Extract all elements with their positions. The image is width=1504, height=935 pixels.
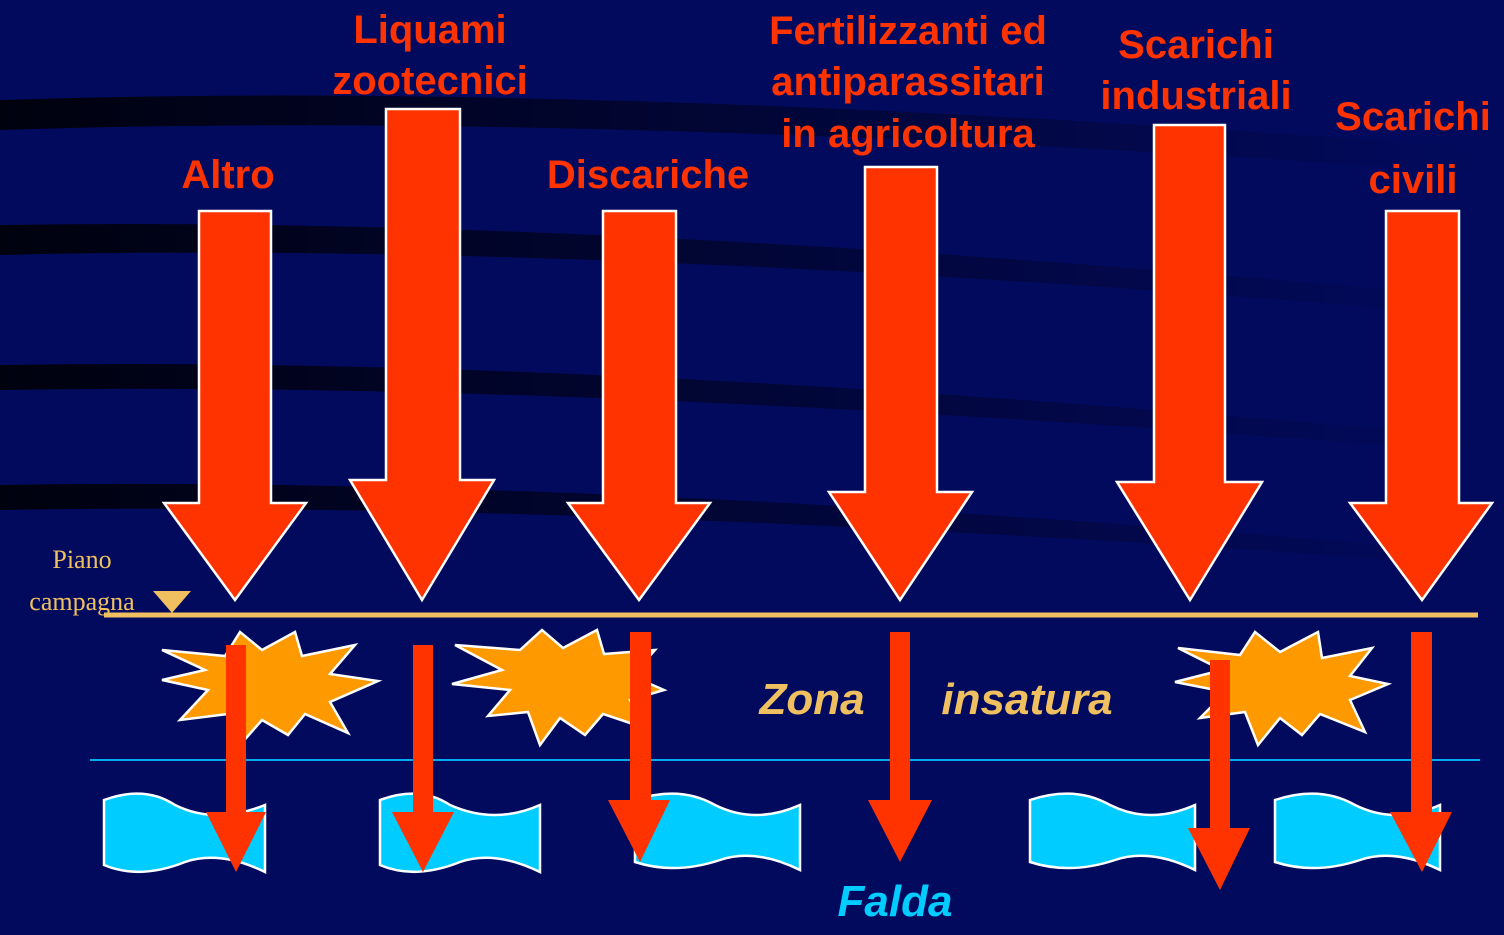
- zone-label-word2: insatura: [941, 675, 1112, 724]
- infiltration-arrow: [392, 645, 454, 872]
- source-arrows: [161, 107, 1495, 603]
- infiltration-arrow: [1390, 632, 1452, 872]
- aquifer-label: Falda: [838, 877, 953, 926]
- label-fertilizzanti-line2: antiparassitari: [771, 60, 1044, 104]
- aquifer-wave: [1028, 792, 1197, 873]
- label-scarichi-civili-line2: civili: [1369, 158, 1458, 202]
- source-arrow-scarichi-civili: [1347, 209, 1495, 603]
- label-fertilizzanti-line3: in agricoltura: [781, 112, 1035, 156]
- infiltration-arrows: [206, 632, 1452, 890]
- source-arrow-liquami: [347, 107, 497, 603]
- ground-level-marker-icon: [153, 591, 191, 613]
- ground-label-line1: Piano: [52, 545, 111, 574]
- source-arrow-scarichi-industriali: [1114, 123, 1265, 603]
- aquifer-wave: [1273, 792, 1442, 873]
- contamination-burst: [161, 630, 383, 748]
- label-scarichi-industriali-line1: Scarichi: [1118, 23, 1274, 67]
- contamination-burst: [1174, 630, 1393, 748]
- aquifer-wave: [102, 792, 267, 875]
- label-discariche: Discariche: [547, 153, 749, 197]
- source-arrow-altro: [161, 209, 309, 603]
- source-arrow-discariche: [565, 209, 713, 603]
- source-labels: Altro Liquami zootecnici Discariche Fert…: [181, 8, 1490, 202]
- label-liquami-line2: zootecnici: [332, 59, 528, 103]
- ground-label-line2: campagna: [29, 587, 135, 616]
- infiltration-arrow: [868, 632, 932, 862]
- infiltration-arrow: [206, 645, 266, 872]
- infiltration-arrow: [608, 632, 670, 862]
- label-fertilizzanti-line1: Fertilizzanti ed: [769, 9, 1047, 53]
- aquifer-wave: [633, 792, 802, 873]
- label-altro: Altro: [181, 153, 274, 197]
- aquifer-waves: [102, 792, 1442, 875]
- zone-label-word1: Zona: [757, 675, 864, 724]
- infiltration-arrow: [1188, 660, 1250, 890]
- label-liquami-line1: Liquami: [353, 8, 506, 52]
- source-arrow-fertilizzanti: [826, 165, 975, 603]
- label-scarichi-civili-line1: Scarichi: [1335, 95, 1491, 139]
- label-scarichi-industriali-line2: industriali: [1100, 74, 1291, 118]
